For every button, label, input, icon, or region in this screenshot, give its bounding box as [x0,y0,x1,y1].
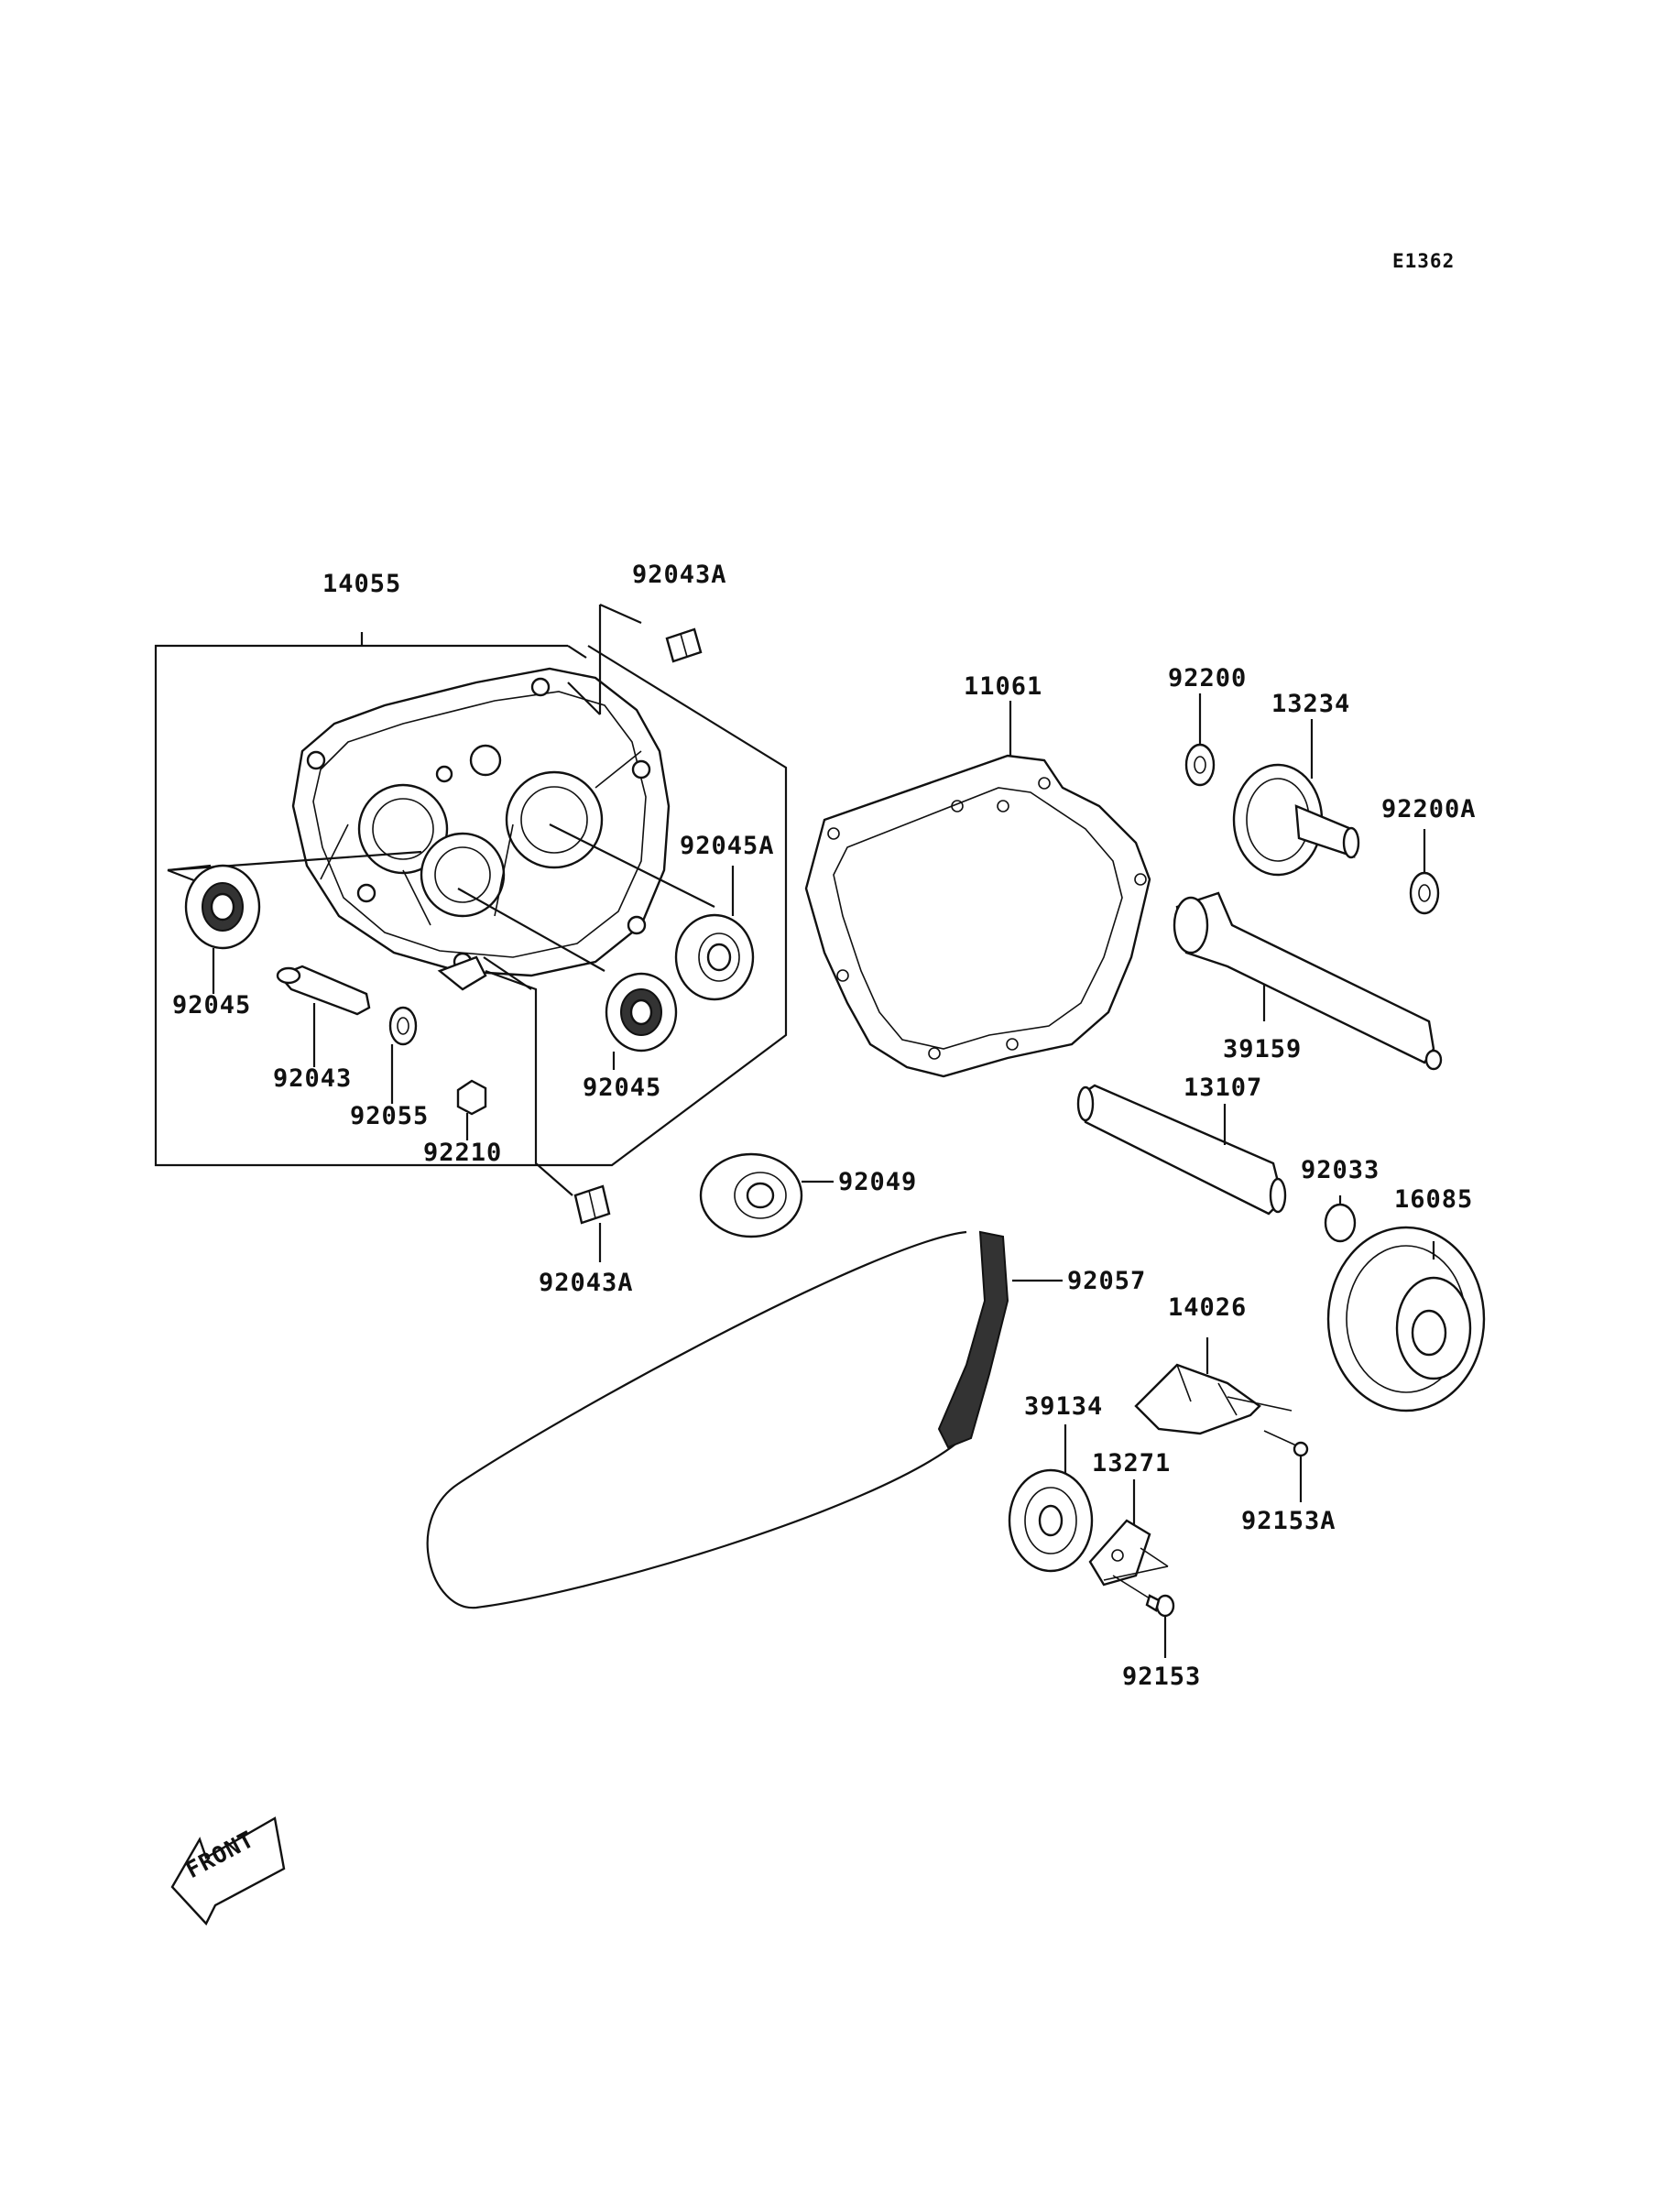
callout-92210: 92210 [423,1139,503,1167]
case-bracket-lines [154,632,788,1167]
callout-92055: 92055 [350,1102,430,1130]
bolt-92153 [1112,1575,1175,1618]
screw-92153A [1263,1430,1309,1457]
bearing-92045A [674,913,755,1001]
shim-92200A [1409,871,1440,915]
case-leaders [167,603,715,1196]
gear-16085 [1326,1226,1486,1412]
callout-leaders [212,693,1435,1658]
shaft-13107 [1076,1084,1287,1216]
callout-92043A-top: 92043A [632,561,727,589]
callout-39134: 39134 [1024,1392,1104,1421]
stud-92043 [276,965,371,1016]
callout-92057: 92057 [1067,1267,1147,1295]
circlip-92033 [1324,1203,1357,1243]
callout-14026: 14026 [1168,1293,1248,1322]
callout-92033: 92033 [1301,1156,1380,1184]
sprocket-39134 [1008,1468,1094,1573]
shim-92200 [1184,743,1216,787]
callout-92045-mid: 92045 [583,1074,662,1102]
nut-92210 [456,1079,487,1116]
gear-13234 [1232,763,1360,877]
callout-11061: 11061 [964,672,1043,701]
callout-92043: 92043 [273,1064,353,1093]
chain-92057 [426,1230,1009,1609]
dowel-92043A-top [665,627,703,663]
shaft-39159 [1173,891,1443,1071]
bearing-92045-mid [605,972,678,1052]
chain-guide-14026 [1134,1363,1293,1435]
callout-92045A: 92045A [680,832,775,860]
callout-16085: 16085 [1394,1185,1474,1214]
callout-92200A: 92200A [1381,795,1477,823]
callout-92045-left: 92045 [172,991,252,1020]
diagram-code: E1362 [1392,250,1456,272]
bearing-92049 [699,1152,803,1238]
callout-92043A-bottom: 92043A [539,1269,634,1297]
callout-13234: 13234 [1271,690,1351,718]
dowel-92043A-bottom [573,1184,611,1225]
callout-13107: 13107 [1184,1074,1263,1102]
callout-92200: 92200 [1168,664,1248,693]
gasket-11061 [804,754,1151,1078]
callout-13271: 13271 [1092,1449,1172,1478]
transmission-case [291,667,671,991]
callout-92049: 92049 [838,1168,918,1196]
callout-39159: 39159 [1223,1035,1303,1063]
callout-92153: 92153 [1122,1663,1202,1691]
front-arrow-icon [170,1816,286,1926]
bearing-92045-left [184,864,261,950]
plate-13271 [1088,1519,1169,1587]
washer-92055 [388,1006,418,1046]
callout-14055: 14055 [322,570,402,598]
callout-92153A: 92153A [1241,1507,1336,1535]
